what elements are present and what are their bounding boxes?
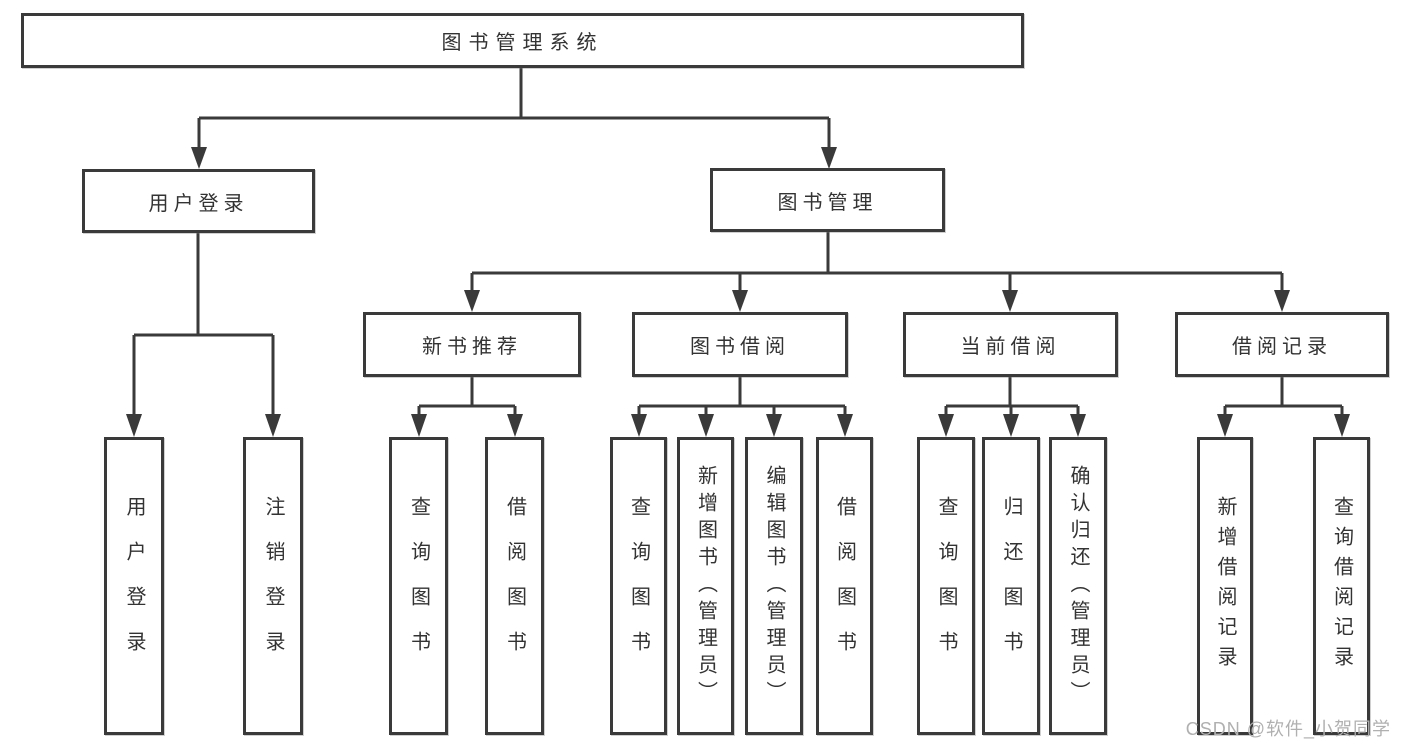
- leaf-label: 用户登录: [123, 496, 145, 676]
- leaf-label: 注销登录: [262, 496, 284, 676]
- node-new-book-recommend: 新书推荐: [363, 312, 581, 377]
- leaf-label: 查询图书: [935, 496, 957, 676]
- leaf-return-book: 归还图书: [982, 437, 1040, 735]
- leaf-label: 借阅图书: [833, 496, 856, 676]
- leaf-label: 归还图书: [1000, 496, 1022, 676]
- leaf-confirm-return-admin: 确认归还（管理员）: [1049, 437, 1107, 735]
- leaf-borrow-book: 借阅图书: [816, 437, 873, 735]
- node-root: 图书管理系统: [21, 13, 1024, 68]
- leaf-label: 确认归还（管理员）: [1067, 464, 1089, 708]
- leaf-add-borrow-record: 新增借阅记录: [1197, 437, 1253, 735]
- leaf-user-login: 用户登录: [104, 437, 164, 735]
- leaf-label: 新增借阅记录: [1214, 496, 1236, 676]
- leaf-query-borrow-record: 查询借阅记录: [1313, 437, 1370, 735]
- leaf-query-book-current: 查询图书: [917, 437, 975, 735]
- node-current-borrow: 当前借阅: [903, 312, 1118, 377]
- leaf-borrow-book-recommend: 借阅图书: [485, 437, 544, 735]
- leaf-label: 借阅图书: [503, 496, 526, 676]
- leaf-label: 查询借阅记录: [1330, 496, 1353, 676]
- node-book-management: 图书管理: [710, 168, 945, 232]
- leaf-logout: 注销登录: [243, 437, 303, 735]
- leaf-query-book-borrow: 查询图书: [610, 437, 667, 735]
- leaf-label: 查询图书: [407, 496, 430, 676]
- leaf-label: 查询图书: [627, 496, 650, 676]
- leaf-add-book-admin: 新增图书（管理员）: [677, 437, 734, 735]
- leaf-label: 编辑图书（管理员）: [763, 464, 785, 708]
- node-borrow-records: 借阅记录: [1175, 312, 1389, 377]
- leaf-label: 新增图书（管理员）: [694, 464, 717, 708]
- node-book-borrow: 图书借阅: [632, 312, 848, 377]
- watermark: CSDN @软件_小贺同学: [1185, 719, 1391, 739]
- leaf-query-book-recommend: 查询图书: [389, 437, 448, 735]
- node-user-login: 用户登录: [82, 169, 315, 233]
- leaf-edit-book-admin: 编辑图书（管理员）: [745, 437, 803, 735]
